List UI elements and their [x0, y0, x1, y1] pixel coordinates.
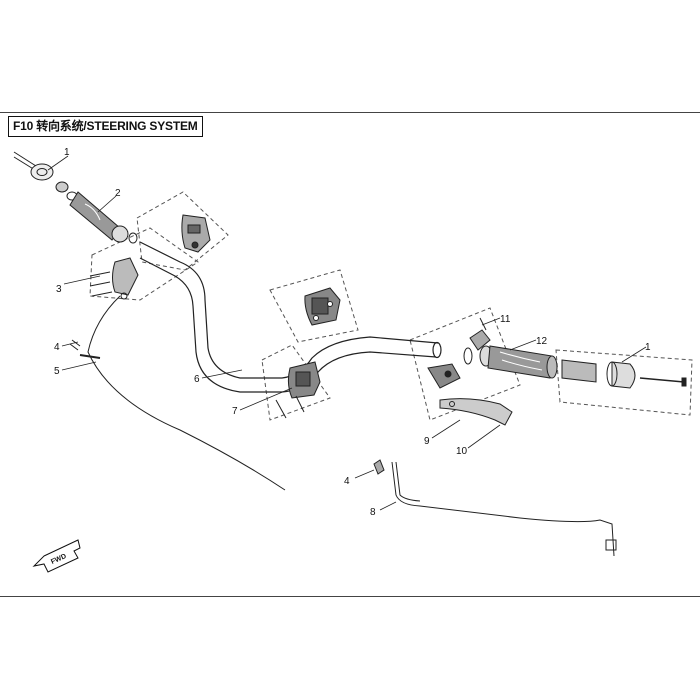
callout-1-right: 1 — [645, 342, 651, 353]
right-lever-assembly — [427, 317, 513, 426]
callout-10: 10 — [456, 446, 468, 457]
callout-9: 9 — [424, 436, 430, 447]
callout-5: 5 — [54, 366, 60, 377]
group-box-3 — [89, 227, 199, 301]
callout-4-right: 4 — [344, 476, 350, 487]
bottom-rule — [0, 596, 700, 597]
callout-7: 7 — [232, 406, 238, 417]
group-boxes — [89, 191, 693, 421]
right-end-cap-1 — [561, 359, 687, 389]
group-box-9 — [409, 307, 521, 421]
group-box-7 — [261, 344, 331, 421]
right-grip-12 — [463, 345, 558, 379]
left-switch-housing — [181, 214, 211, 253]
callout-4-left: 4 — [54, 342, 60, 353]
callout-3: 3 — [56, 284, 62, 295]
handlebar — [139, 241, 442, 393]
callout-2: 2 — [115, 188, 121, 199]
brake-cable-8 — [391, 461, 617, 557]
callout-1-left: 1 — [64, 147, 70, 158]
clamp-lower-7 — [275, 361, 321, 419]
callout-6: 6 — [194, 374, 200, 385]
top-rule — [0, 112, 700, 113]
callout-12: 12 — [536, 336, 548, 347]
group-box-clamp-upper — [269, 269, 359, 343]
diagram-title: F10 转向系统/STEERING SYSTEM — [8, 116, 203, 137]
group-box-switch-upper — [136, 191, 229, 271]
callout-8: 8 — [370, 507, 376, 518]
left-bracket-3 — [89, 257, 139, 300]
leader-lines — [47, 155, 647, 511]
left-grip-assembly — [13, 151, 138, 244]
clip-4-lower — [373, 459, 385, 475]
throttle-cable-5 — [69, 295, 286, 491]
group-box-1b — [555, 349, 693, 416]
fwd-arrow-icon — [32, 539, 81, 573]
callout-labels: 1 2 3 4 5 6 7 4 8 9 10 11 12 1 FWD — [50, 147, 651, 566]
callout-11: 11 — [500, 314, 511, 325]
clamp-upper — [304, 287, 341, 326]
